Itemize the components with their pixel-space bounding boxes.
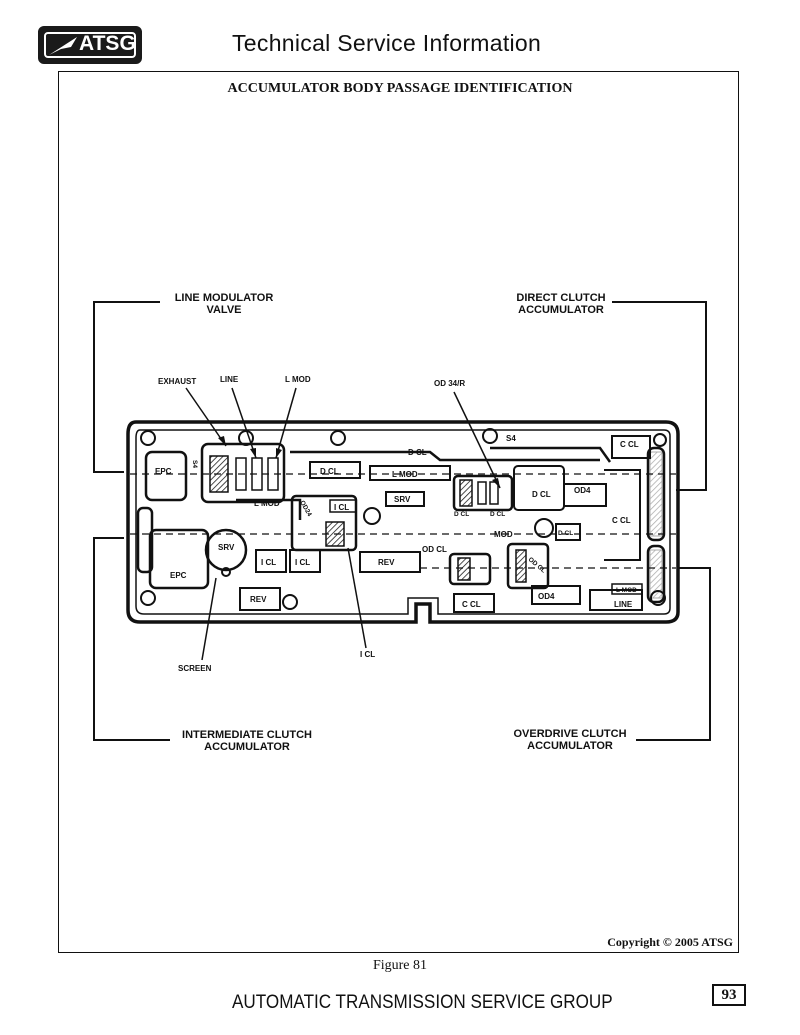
callout-intermediate-clutch-2: ACCUMULATOR xyxy=(204,741,290,753)
logo-arrow-icon xyxy=(49,37,77,55)
atsg-logo: ATSG xyxy=(38,26,142,64)
callout-line-modulator-2: VALVE xyxy=(206,304,241,316)
logo-border xyxy=(44,32,136,58)
label-l-mod: L MOD xyxy=(285,375,311,384)
passage-od4-bottom: OD4 xyxy=(538,592,555,601)
footer-org-name: AUTOMATIC TRANSMISSION SERVICE GROUP xyxy=(232,992,613,1013)
passage-s4-left: S4 xyxy=(191,460,198,468)
passage-rev-bottom: REV xyxy=(250,595,267,604)
passage-od4-top: OD4 xyxy=(574,486,591,495)
passage-line-right: LINE xyxy=(614,600,633,609)
callout-overdrive-clutch-1: OVERDRIVE CLUTCH xyxy=(513,728,626,740)
page-number: 93 xyxy=(712,984,746,1006)
passage-od-cl-diag: OD CL xyxy=(527,556,547,574)
accumulator-body xyxy=(126,420,680,624)
line-modulator-bracket xyxy=(93,301,160,473)
passage-od-cl: OD CL xyxy=(422,545,447,554)
callout-direct-clutch-2: ACCUMULATOR xyxy=(518,304,604,316)
passage-d-cl-mid: D CL xyxy=(320,467,339,476)
passage-c-cl-bottom: C CL xyxy=(462,600,481,609)
overdrive-clutch-bracket xyxy=(636,567,711,741)
passage-c-cl-right: C CL xyxy=(612,516,631,525)
document-title: ACCUMULATOR BODY PASSAGE IDENTIFICATION xyxy=(227,81,573,96)
callout-direct-clutch-1: DIRECT CLUTCH xyxy=(516,292,605,304)
passage-d-cl-small-b: D CL xyxy=(490,511,505,518)
label-line: LINE xyxy=(220,375,239,384)
passage-srv-right: SRV xyxy=(394,495,411,504)
figure-caption: Figure 81 xyxy=(372,958,428,973)
content-frame xyxy=(58,71,739,953)
passage-i-cl-a: I CL xyxy=(261,558,276,567)
page-header-title: Technical Service Information xyxy=(232,30,542,56)
arrowheads xyxy=(218,436,500,488)
pointer-lines xyxy=(185,387,501,661)
passage-d-cl-right: D CL xyxy=(532,490,551,499)
passage-l-mod-mid: L MOD xyxy=(392,470,418,479)
label-i-cl-pointer: I CL xyxy=(360,650,375,659)
passage-s4-right: S4 xyxy=(506,434,516,443)
passage-i-cl-center: I CL xyxy=(334,503,349,512)
logo-text: ATSG xyxy=(79,32,136,55)
passage-d-cl-small-c: D CL xyxy=(558,530,573,537)
callout-intermediate-clutch-1: INTERMEDIATE CLUTCH xyxy=(182,729,312,741)
passage-epc-top: EPC xyxy=(155,467,172,476)
passage-d-cl-top: D CL xyxy=(408,448,427,457)
passage-epc-bottom: EPC xyxy=(170,571,187,580)
passage-c-cl-top: C CL xyxy=(620,440,639,449)
label-od34r: OD 34/R xyxy=(434,379,465,388)
direct-clutch-bracket xyxy=(612,301,707,491)
label-exhaust: EXHAUST xyxy=(158,377,196,386)
passage-srv-left: SRV xyxy=(218,543,235,552)
label-screen: SCREEN xyxy=(178,664,212,673)
callout-overdrive-clutch-2: ACCUMULATOR xyxy=(527,740,613,752)
passage-l-mod-small: L MOD xyxy=(616,587,637,594)
passage-mod-center: MOD xyxy=(494,530,513,539)
passage-rev-mid: REV xyxy=(378,558,395,567)
passage-i-cl-b: I CL xyxy=(295,558,310,567)
copyright-notice: Copyright © 2005 ATSG xyxy=(607,935,733,949)
passage-l-mod-left: L MOD xyxy=(254,499,280,508)
passage-d-cl-small-a: D CL xyxy=(454,511,469,518)
callout-line-modulator-1: LINE MODULATOR xyxy=(175,292,274,304)
hatched-spools xyxy=(209,451,663,599)
intermediate-clutch-bracket xyxy=(93,537,170,741)
